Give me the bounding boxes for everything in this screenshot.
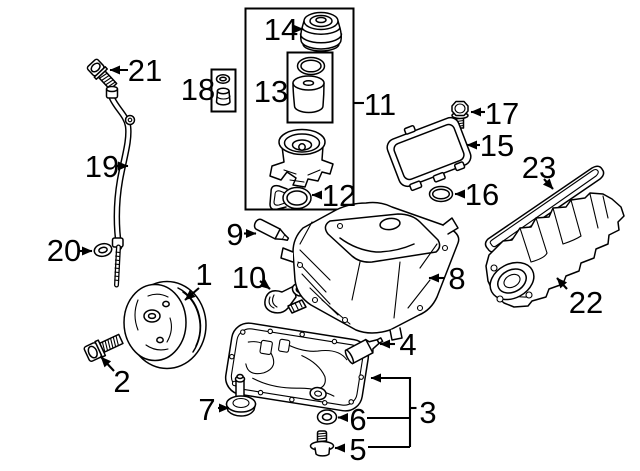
cover-seal-drawing bbox=[428, 185, 454, 203]
oil-pan-lower-drawing bbox=[224, 322, 370, 412]
drain-plug-washer-drawing bbox=[316, 409, 338, 425]
callout-label-20: 20 bbox=[47, 233, 81, 268]
callout-label-15: 15 bbox=[480, 128, 514, 163]
oil-filter-housing-drawing bbox=[269, 128, 334, 188]
engine-cover-drawing bbox=[386, 116, 472, 192]
callout-label-21: 21 bbox=[128, 53, 162, 88]
drain-plug-drawing bbox=[309, 430, 335, 457]
callout-label-1: 1 bbox=[195, 257, 212, 292]
oil-filter-cap-drawing bbox=[299, 11, 343, 52]
leader-part-23 bbox=[542, 178, 554, 190]
callout-label-3: 3 bbox=[419, 395, 436, 430]
group-box-part-18 bbox=[210, 68, 237, 113]
leader-part-2 bbox=[100, 356, 115, 372]
leader-lines bbox=[80, 24, 568, 453]
crankshaft-pulley-drawing bbox=[123, 280, 207, 370]
callout-label-14: 14 bbox=[264, 12, 298, 47]
callout-labels: 1 2 3 4 5 6 7 8 9 10 11 12 13 14 15 16 1… bbox=[47, 12, 603, 467]
leader-part-1 bbox=[184, 287, 200, 301]
sealant-stick-drawing bbox=[253, 218, 290, 242]
callout-label-18: 18 bbox=[181, 72, 215, 107]
callout-label-22: 22 bbox=[569, 285, 603, 320]
callout-label-10: 10 bbox=[232, 260, 266, 295]
callout-label-8: 8 bbox=[448, 261, 465, 296]
leader-part-3-bracket bbox=[370, 373, 412, 447]
callout-label-19: 19 bbox=[85, 149, 119, 184]
callout-label-2: 2 bbox=[113, 364, 130, 399]
callout-label-6: 6 bbox=[349, 402, 366, 437]
callout-label-7: 7 bbox=[198, 392, 215, 427]
callout-label-9: 9 bbox=[226, 217, 243, 252]
oil-pan-upper-drawing bbox=[280, 201, 460, 341]
callout-label-12: 12 bbox=[322, 178, 356, 213]
cover-bolt-drawing bbox=[451, 100, 469, 129]
seal-grommet-kit-drawing bbox=[215, 74, 231, 106]
callout-label-13: 13 bbox=[254, 74, 288, 109]
dipstick-tube-seal-drawing bbox=[93, 242, 113, 258]
callout-label-16: 16 bbox=[465, 177, 499, 212]
oil-dipstick-tube-drawing bbox=[105, 85, 136, 288]
oil-filter-element-drawing bbox=[292, 56, 326, 114]
leader-part-10 bbox=[259, 279, 271, 290]
callout-label-11: 11 bbox=[364, 87, 396, 122]
housing-gasket-drawing bbox=[269, 184, 312, 211]
callout-label-5: 5 bbox=[349, 432, 366, 467]
group-box-part-11 bbox=[244, 7, 355, 211]
callout-label-23: 23 bbox=[522, 150, 556, 185]
sealant-tube-drawing bbox=[344, 337, 384, 365]
group-box-part-13 bbox=[286, 51, 334, 124]
intake-manifold-drawing bbox=[485, 192, 625, 308]
oil-level-sensor-drawing bbox=[225, 373, 257, 417]
callout-label-4: 4 bbox=[399, 327, 416, 362]
callout-label-17: 17 bbox=[485, 96, 519, 131]
leader-part-22 bbox=[556, 277, 568, 290]
pulley-bolt-drawing bbox=[83, 333, 124, 362]
